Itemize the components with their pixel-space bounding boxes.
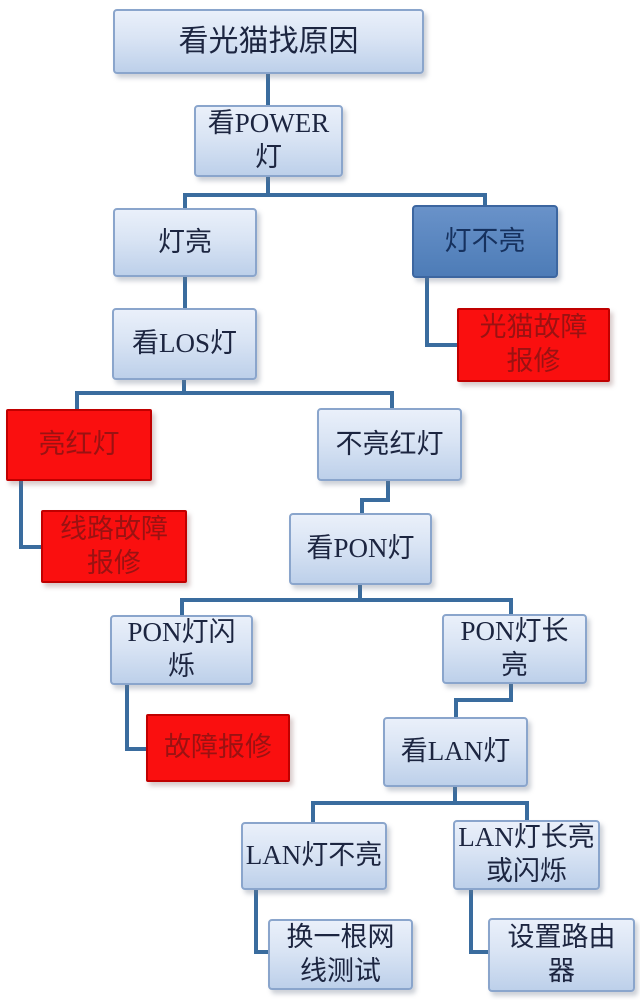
node-pon-blinking: PON灯闪 烁 xyxy=(110,615,253,685)
connector-branch-red-on xyxy=(75,391,79,409)
node-label: 换一根网 线测试 xyxy=(286,921,395,986)
node-label: 亮红灯 xyxy=(38,429,120,460)
connector-pon-steady-lan-v1 xyxy=(509,684,513,702)
connector-pon-steady-lan-v2 xyxy=(454,698,458,717)
node-check-pon-light: 看PON灯 xyxy=(289,513,432,585)
node-check-power-light: 看POWER 灯 xyxy=(194,105,343,177)
connector-lan-branch-bar xyxy=(311,801,529,805)
node-label: 光猫故障 报修 xyxy=(479,312,588,376)
connector-pon-blink-fault-h xyxy=(125,747,146,751)
node-label: 看PON灯 xyxy=(306,533,415,564)
connector-branch-pon-steady xyxy=(509,598,513,614)
connector-branch-pon-blink xyxy=(180,598,184,615)
connector-red-on-line-fault-v xyxy=(19,481,23,549)
connector-light-off-fault-v xyxy=(425,278,429,347)
connector-pon-branch-bar xyxy=(180,598,513,602)
connector-power-branch-stem xyxy=(266,177,270,193)
connector-light-on-los xyxy=(183,277,187,308)
connector-branch-light-off xyxy=(483,193,487,205)
connector-lan-on-router-h xyxy=(469,950,488,954)
connector-light-off-fault-h xyxy=(425,343,457,347)
node-check-los-light: 看LOS灯 xyxy=(112,308,257,380)
node-label: PON灯闪 烁 xyxy=(127,617,236,681)
connector-branch-lan-off xyxy=(311,801,315,822)
connector-branch-red-off xyxy=(390,391,394,408)
node-label: 灯亮 xyxy=(158,226,212,257)
node-label: 看LAN灯 xyxy=(400,736,511,767)
connector-los-branch-bar xyxy=(75,391,394,395)
connector-red-off-pon-h xyxy=(360,498,390,502)
connector-lan-off-cable-h xyxy=(254,950,268,954)
node-label: LAN灯长亮 或闪烁 xyxy=(458,822,595,886)
node-lan-on-or-blinking: LAN灯长亮 或闪烁 xyxy=(453,820,600,890)
node-check-lan-light: 看LAN灯 xyxy=(383,717,528,787)
connector-branch-lan-on xyxy=(525,801,529,820)
node-modem-fault-report: 光猫故障 报修 xyxy=(457,308,610,382)
node-light-off: 灯不亮 xyxy=(412,205,558,278)
connector-los-branch-stem xyxy=(182,380,186,393)
node-light-on: 灯亮 xyxy=(113,208,257,277)
node-setup-router: 设置路由 器 xyxy=(488,918,635,992)
connector-pon-branch-stem xyxy=(358,585,362,600)
node-label: 看光猫找原因 xyxy=(178,24,359,58)
connector-power-branch-bar xyxy=(183,193,487,197)
node-label: PON灯长 亮 xyxy=(460,616,569,680)
node-label: 看LOS灯 xyxy=(131,328,237,359)
connector-red-off-pon-v1 xyxy=(386,481,390,502)
connector-pon-blink-fault-v xyxy=(125,685,129,751)
node-replace-cable-test: 换一根网 线测试 xyxy=(268,919,413,990)
node-label: 故障报修 xyxy=(164,732,272,763)
node-label: 灯不亮 xyxy=(444,225,526,256)
connector-lan-on-router-v xyxy=(469,890,473,954)
node-label: 设置路由 器 xyxy=(507,922,616,986)
connector-pon-steady-lan-h xyxy=(454,698,513,702)
node-check-modem-title: 看光猫找原因 xyxy=(113,9,424,74)
node-label: 不亮红灯 xyxy=(335,428,444,459)
node-pon-steady: PON灯长 亮 xyxy=(442,614,587,684)
node-line-fault-report: 线路故障 报修 xyxy=(41,510,187,583)
node-label: LAN灯不亮 xyxy=(245,840,383,871)
connector-lan-off-cable-v xyxy=(254,890,258,954)
connector-red-on-line-fault-h xyxy=(19,545,41,549)
node-red-light-on: 亮红灯 xyxy=(6,409,152,481)
node-label: 线路故障 报修 xyxy=(60,513,168,578)
node-fault-report: 故障报修 xyxy=(146,714,290,782)
connector-root-power xyxy=(266,74,270,105)
node-red-light-off: 不亮红灯 xyxy=(317,408,462,481)
connector-branch-light-on xyxy=(183,193,187,208)
node-label: 看POWER 灯 xyxy=(207,108,330,172)
node-lan-off: LAN灯不亮 xyxy=(241,822,387,890)
connector-lan-branch-stem xyxy=(453,787,457,803)
connector-red-off-pon-v2 xyxy=(360,498,364,513)
